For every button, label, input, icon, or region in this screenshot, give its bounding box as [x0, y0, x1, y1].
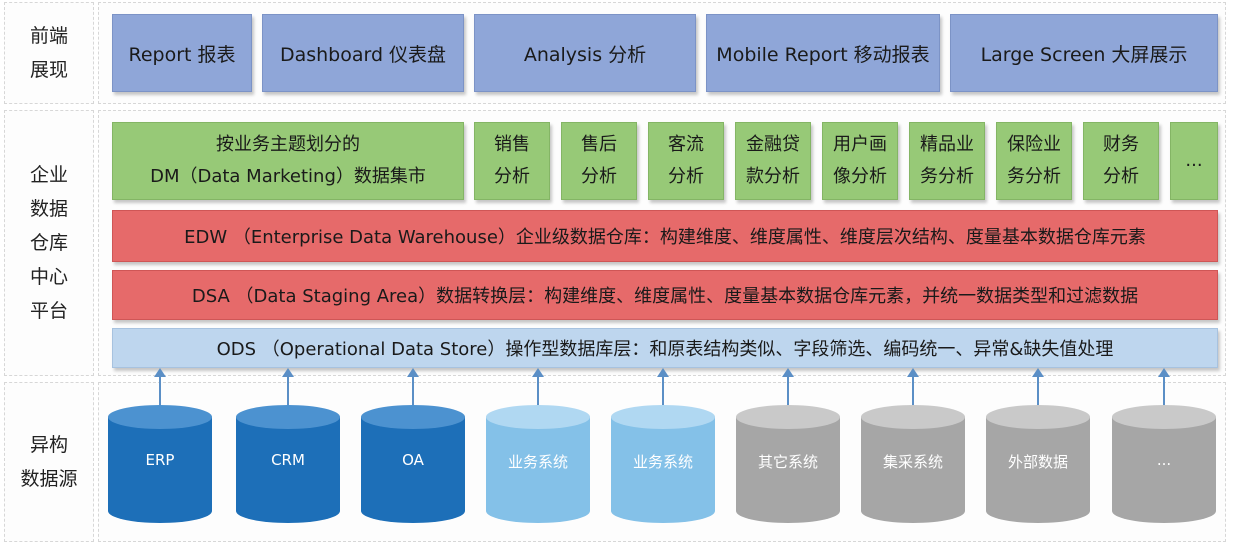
source-label: CRM	[271, 451, 305, 469]
data-mart-traffic: 客流 分析	[648, 122, 724, 200]
source-label: 集采系统	[882, 453, 943, 471]
data-mart-user-profile: 用户画 像分析	[822, 122, 898, 200]
data-mart-finance-loan: 金融贷 款分析	[735, 122, 811, 200]
source-label: OA	[402, 451, 424, 469]
edw-layer: EDW （Enterprise Data Warehouse）企业级数据仓库：构…	[112, 210, 1218, 262]
frontend-mobile-report: Mobile Report 移动报表	[706, 14, 940, 92]
database-icon-crm: CRM	[236, 405, 340, 523]
source-label: ERP	[145, 451, 175, 469]
arrow-up-icon	[154, 368, 166, 410]
platform-layer-label: 企业 数据 仓库 中心 平台	[29, 164, 68, 322]
frontend-report: Report 报表	[112, 14, 252, 92]
arrow-up-icon	[782, 368, 794, 410]
arrow-up-icon	[1032, 368, 1044, 410]
database-icon-business-1: 业务系统	[486, 405, 590, 523]
database-icon-more: ...	[1112, 405, 1216, 523]
sources-layer-frame: 异构 数据源	[4, 382, 94, 542]
arrow-up-icon	[282, 368, 294, 410]
source-label: 业务系统	[632, 453, 693, 471]
platform-layer-frame: 企业 数据 仓库 中心 平台	[4, 110, 94, 376]
data-mart-sales: 销售 分析	[474, 122, 550, 200]
source-label: 业务系统	[507, 453, 568, 471]
database-icon-external: 外部数据	[986, 405, 1090, 523]
frontend-layer-label: 前端 展现	[29, 25, 68, 81]
data-mart-aftersales: 售后 分析	[561, 122, 637, 200]
data-mart-main: 按业务主题划分的 DM（Data Marketing）数据集市	[112, 122, 464, 200]
database-icon-erp: ERP	[108, 405, 212, 523]
database-icon-other: 其它系统	[736, 405, 840, 523]
ods-layer: ODS （Operational Data Store）操作型数据库层：和原表结…	[112, 328, 1218, 368]
arrow-up-icon	[657, 368, 669, 410]
frontend-layer-frame: 前端 展现	[4, 2, 94, 104]
database-icon-business-2: 业务系统	[611, 405, 715, 523]
frontend-dashboard: Dashboard 仪表盘	[262, 14, 464, 92]
data-mart-finance: 财务 分析	[1083, 122, 1159, 200]
source-label: 其它系统	[757, 453, 818, 471]
database-icon-procurement: 集采系统	[861, 405, 965, 523]
data-mart-more: ...	[1170, 122, 1218, 200]
frontend-large-screen: Large Screen 大屏展示	[950, 14, 1218, 92]
arrow-up-icon	[532, 368, 544, 410]
dsa-layer: DSA （Data Staging Area）数据转换层：构建维度、维度属性、度…	[112, 270, 1218, 320]
frontend-analysis: Analysis 分析	[474, 14, 696, 92]
database-icon-oa: OA	[361, 405, 465, 523]
data-mart-insurance: 保险业 务分析	[996, 122, 1072, 200]
source-label: 外部数据	[1007, 453, 1068, 471]
sources-layer-label: 异构 数据源	[20, 434, 78, 490]
data-mart-premium: 精品业 务分析	[909, 122, 985, 200]
arrow-up-icon	[407, 368, 419, 410]
source-label: ...	[1156, 451, 1172, 469]
arrow-up-icon	[1158, 368, 1170, 410]
arrow-up-icon	[907, 368, 919, 410]
